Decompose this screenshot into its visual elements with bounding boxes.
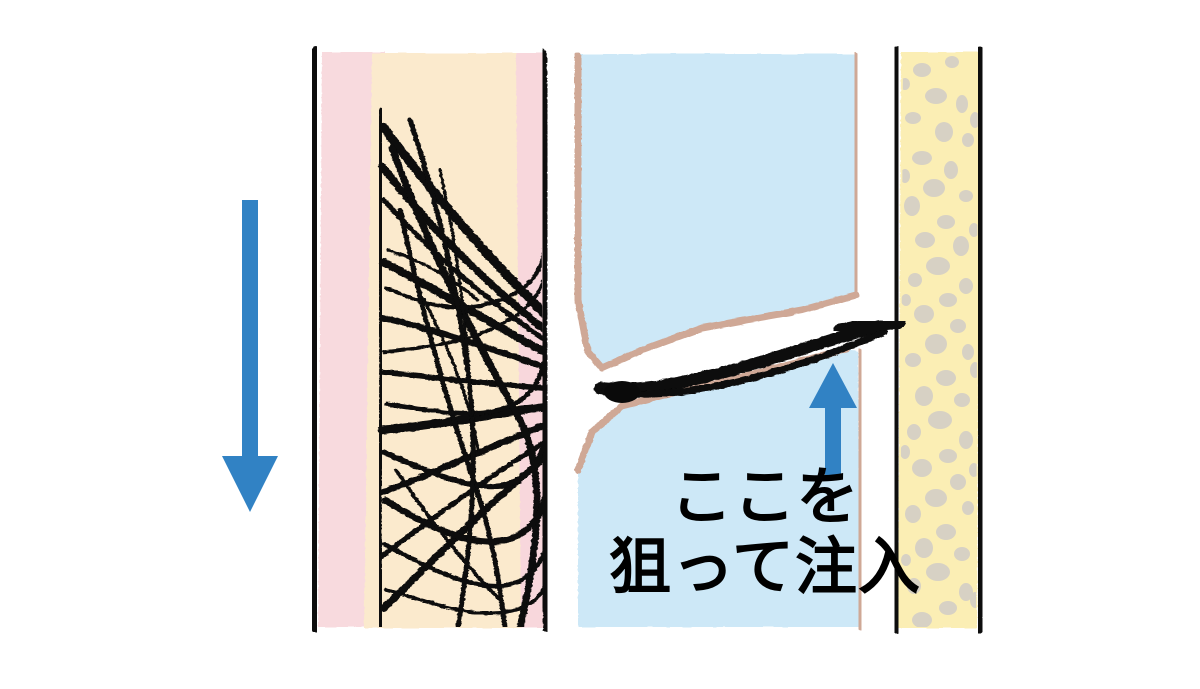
nerve-trunk-terminal [833,315,906,337]
white-fascial-space [543,52,575,628]
injection-label-line2: 狙って注入 [609,530,921,603]
injection-target-arrow [809,363,857,478]
fluid-cavity-upper [574,52,861,372]
injection-label-line1: ここを [670,460,859,533]
nerve-plexus [377,107,888,627]
injection-label: ここを 狙って注入 [609,460,921,603]
downward-flow-arrow [222,200,278,512]
tissue-boundary-outlines [307,46,987,634]
bone-cortex-layer [898,52,980,628]
bone-trabecular-speckles [900,56,978,627]
